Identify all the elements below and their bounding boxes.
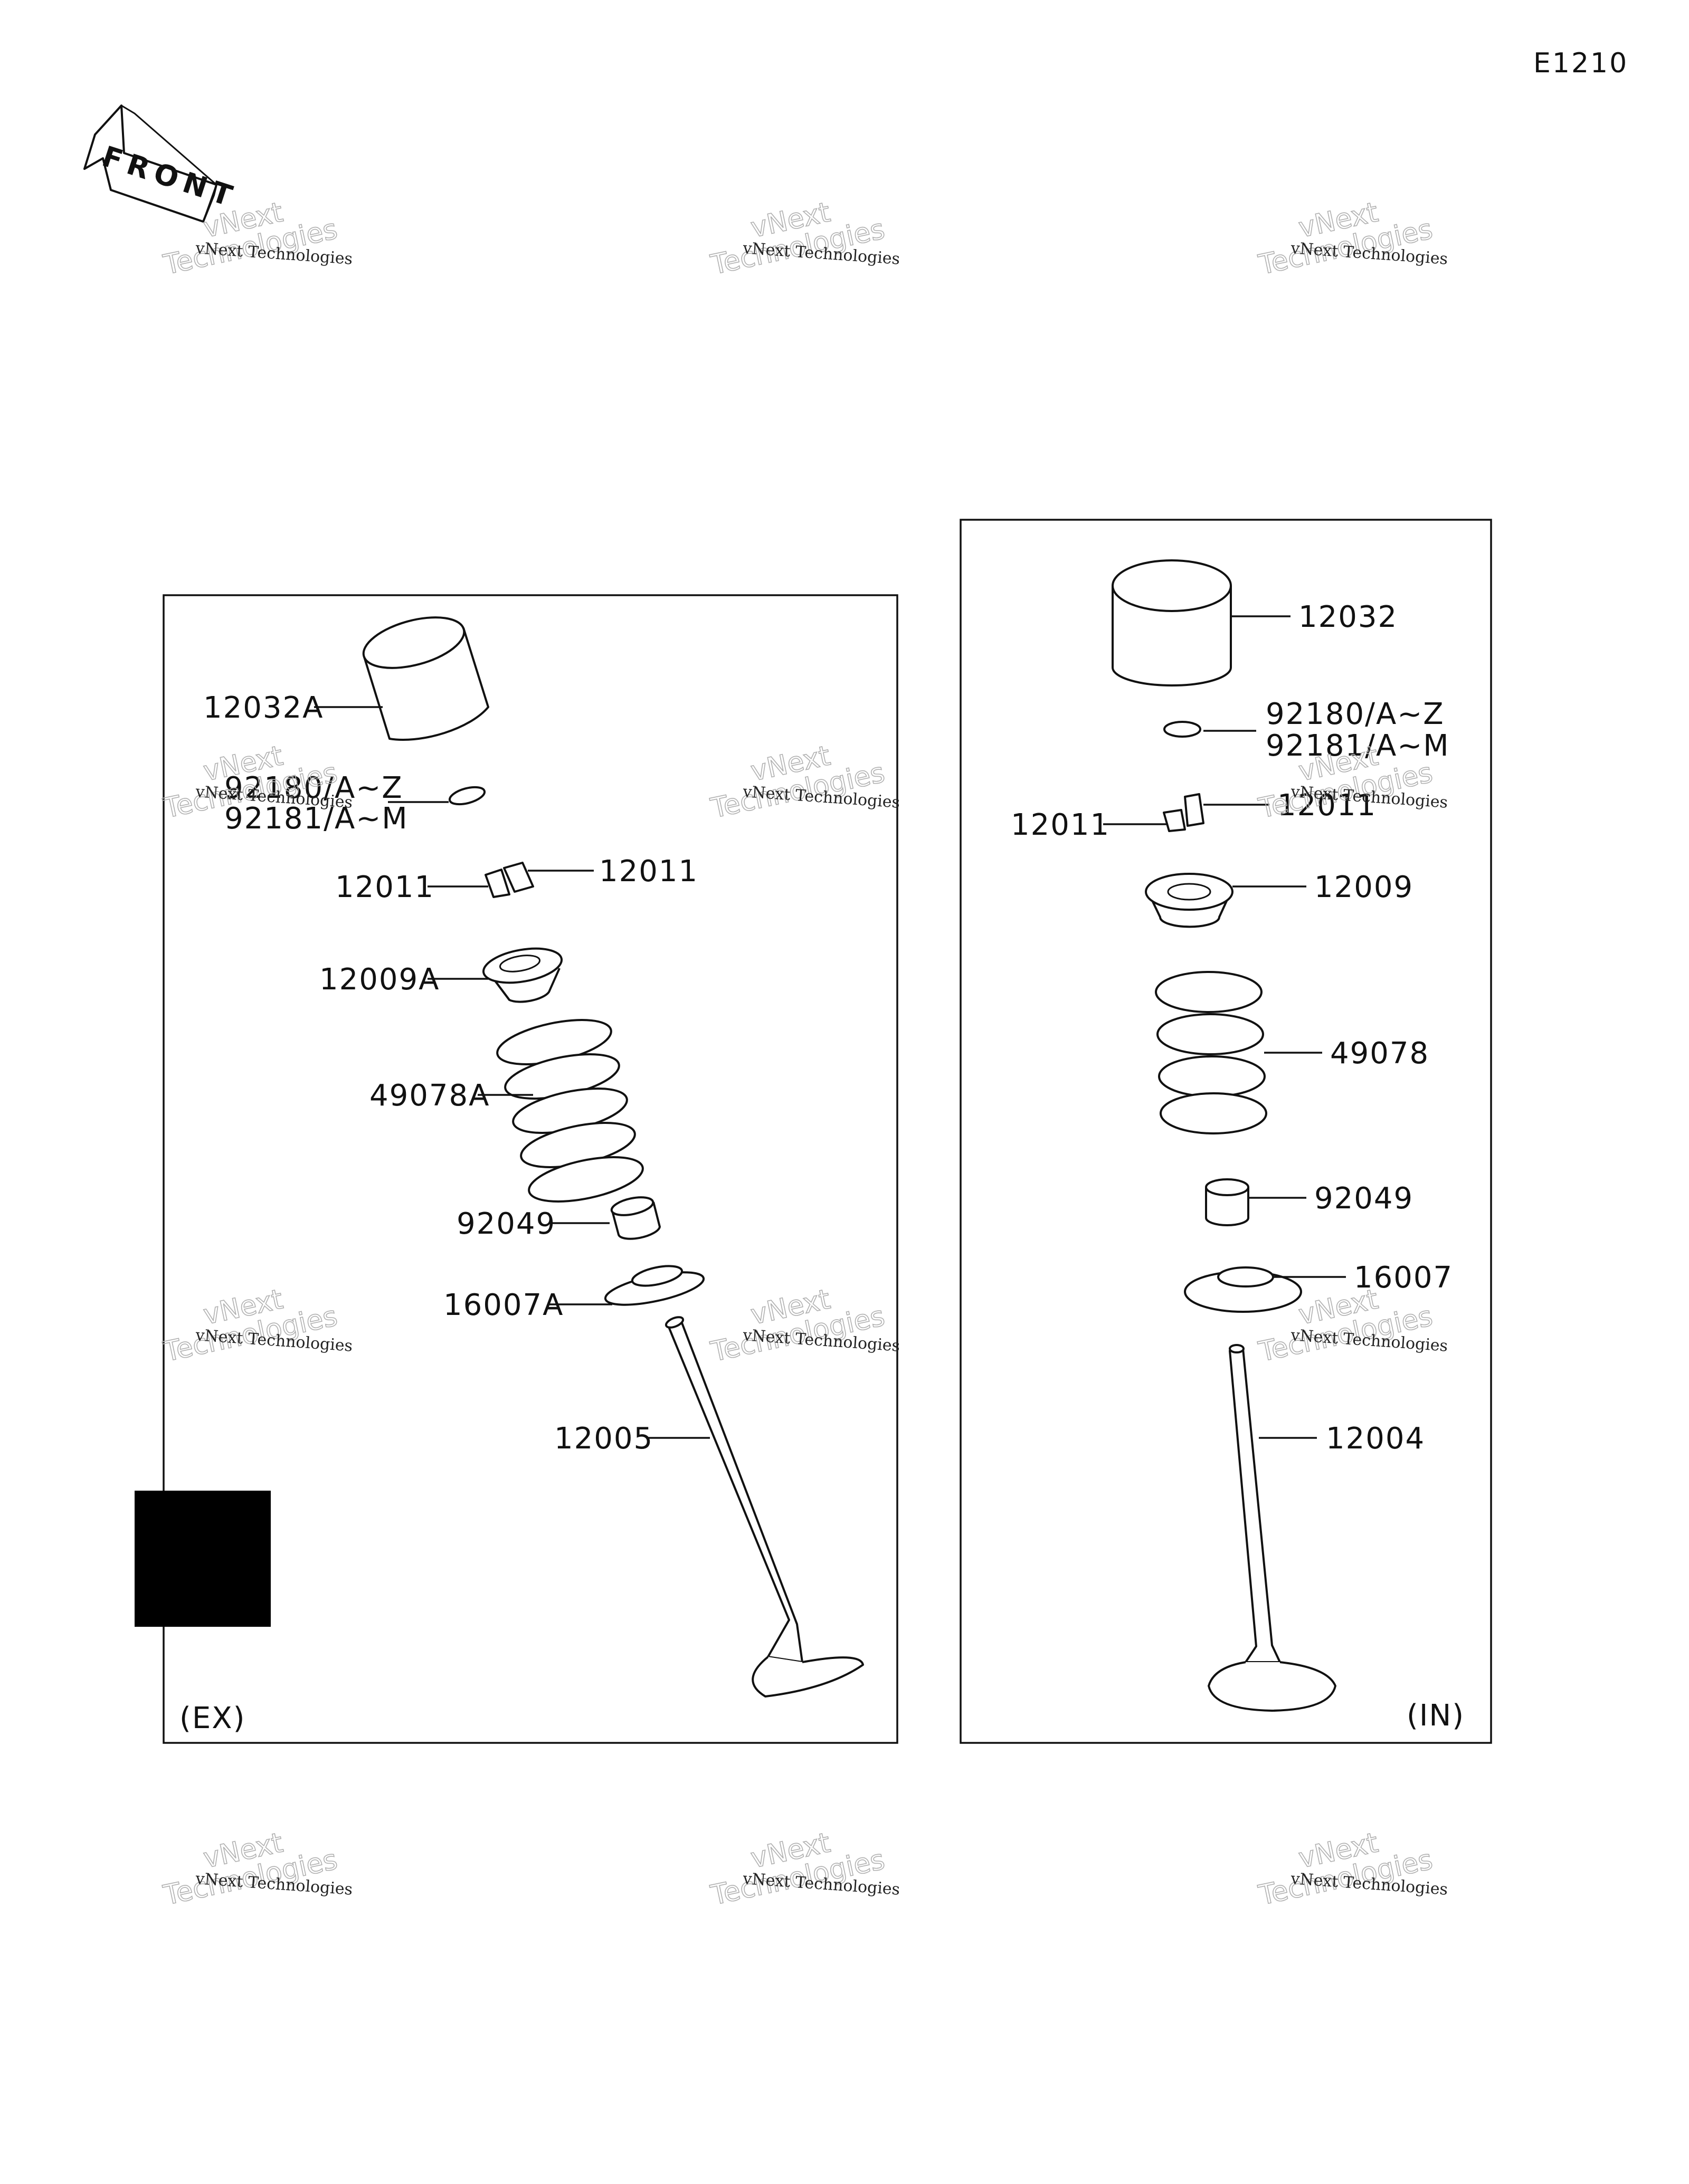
front-arrow-icon: FRONT [83, 104, 242, 223]
part-12032a-tappet [362, 616, 489, 741]
part-49078-spring [1155, 971, 1267, 1134]
part-12005-exhaust-valve [665, 1316, 864, 1697]
label-92181-ex: 92181/A~M [224, 802, 409, 836]
label-12032a: 12032A [203, 691, 324, 725]
part-49078a-spring [496, 1019, 644, 1203]
label-12009: 12009 [1314, 870, 1413, 904]
label-12011-in-right: 12011 [1277, 788, 1377, 823]
label-92181-in: 92181/A~M [1266, 729, 1450, 763]
page-code: E1210 [1533, 47, 1628, 79]
label-49078: 49078 [1330, 1036, 1429, 1071]
label-49078a: 49078A [369, 1079, 490, 1113]
panel-ex-label: (EX) [179, 1701, 245, 1735]
label-92180-ex: 92180/A~Z [224, 771, 403, 805]
label-12009a: 12009A [319, 962, 440, 997]
label-12011-ex-right: 12011 [599, 854, 698, 889]
label-16007: 16007 [1354, 1261, 1453, 1295]
part-12011-cotter-ex [485, 862, 534, 898]
part-12011-cotter-in [1163, 793, 1204, 832]
part-92049-seal-in [1205, 1178, 1249, 1226]
label-92049-in: 92049 [1314, 1181, 1413, 1216]
label-12011-ex-left: 12011 [335, 870, 434, 904]
part-shim-ex [448, 786, 486, 806]
label-92180-in: 92180/A~Z [1266, 697, 1445, 731]
part-92049-seal-ex [610, 1196, 661, 1240]
section-marker [135, 1491, 271, 1627]
part-12009a-retainer [482, 947, 563, 1003]
panel-in-frame [960, 519, 1492, 1744]
label-12011-in-left: 12011 [1011, 808, 1110, 842]
part-16007a-seat [604, 1265, 705, 1306]
panel-ex-frame [163, 594, 898, 1744]
part-12032-tappet [1112, 559, 1232, 686]
panel-in-label: (IN) [1407, 1699, 1465, 1733]
part-12004-intake-valve [1208, 1344, 1336, 1712]
part-shim-in [1163, 721, 1201, 738]
label-12005: 12005 [554, 1422, 653, 1456]
part-12009-retainer [1145, 873, 1233, 928]
label-12032: 12032 [1298, 600, 1398, 634]
part-16007-seat [1184, 1266, 1302, 1313]
label-12004: 12004 [1326, 1422, 1425, 1456]
label-16007a: 16007A [443, 1288, 564, 1322]
label-92049-ex: 92049 [457, 1207, 556, 1241]
